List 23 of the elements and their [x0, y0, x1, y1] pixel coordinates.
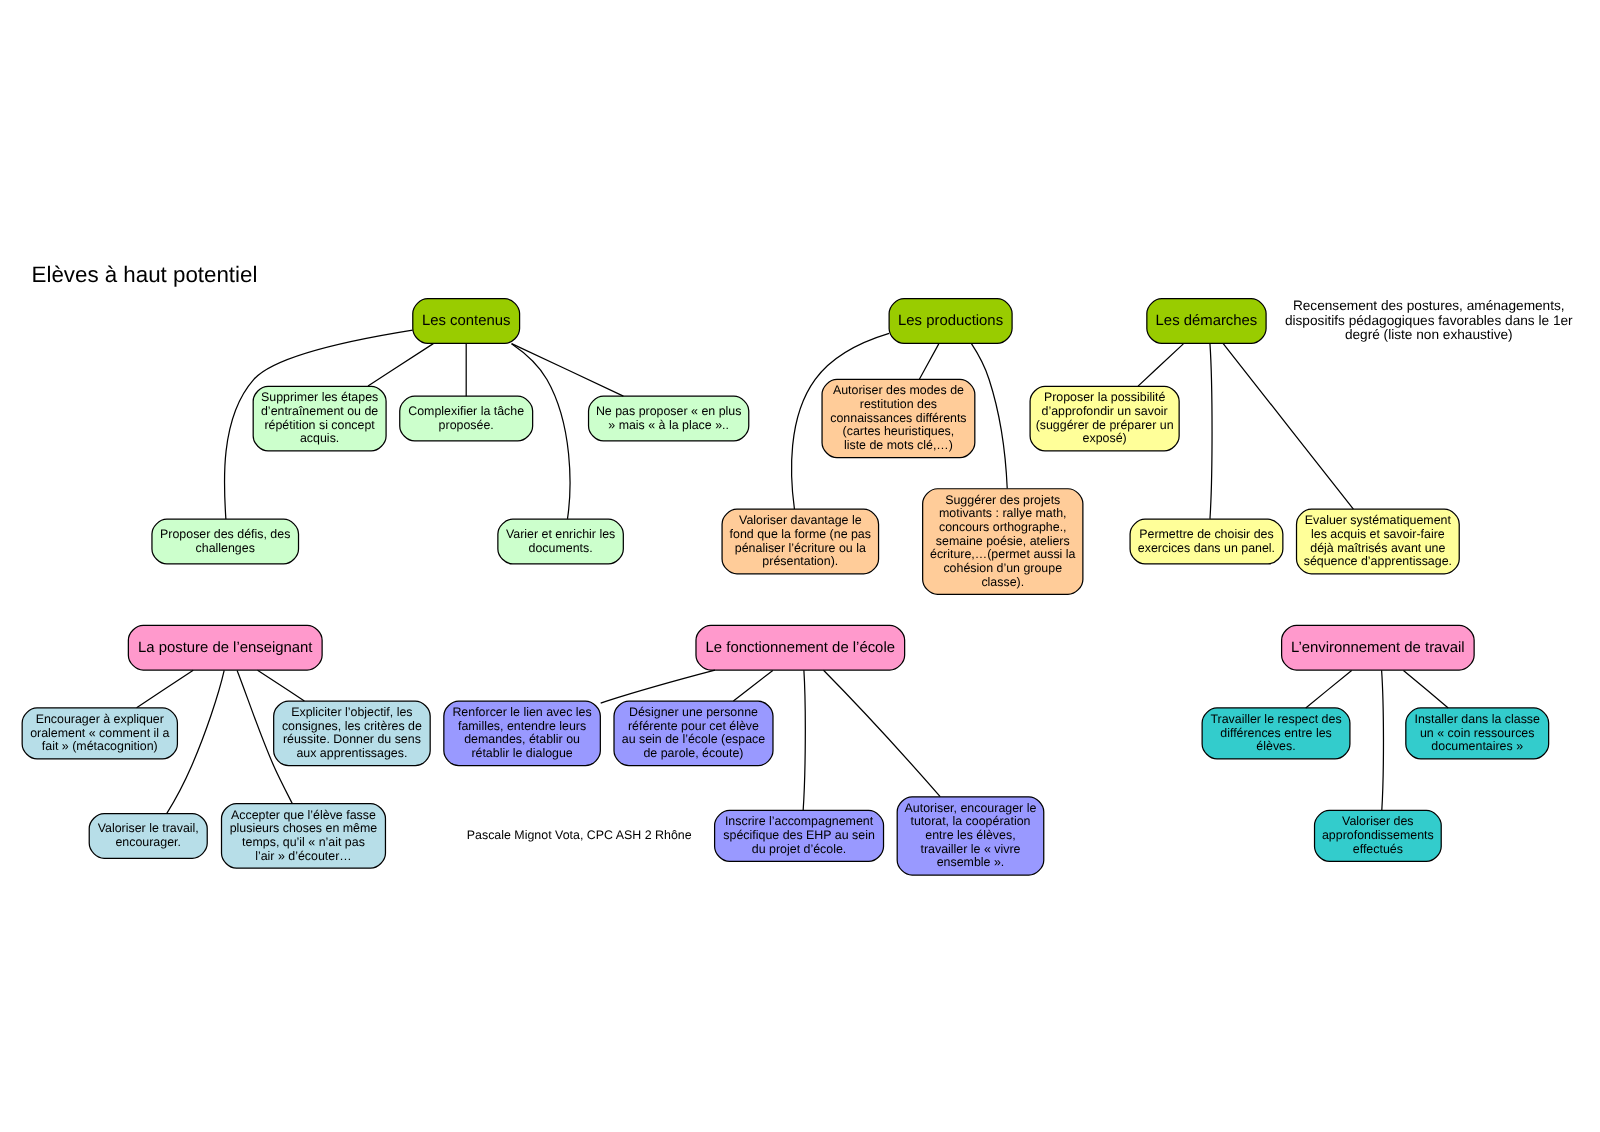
- connector: [166, 668, 225, 813]
- connector: [465, 342, 467, 396]
- connector: [511, 342, 624, 396]
- connector: [822, 668, 941, 797]
- connector: [1222, 342, 1354, 509]
- connector: [790, 331, 890, 509]
- connector: [236, 668, 293, 803]
- connector: [732, 668, 774, 701]
- connector: [367, 342, 434, 386]
- connector: [510, 342, 571, 519]
- connector: [1209, 342, 1213, 519]
- connector: [256, 668, 305, 701]
- connector: [802, 668, 806, 810]
- connector: [918, 342, 940, 380]
- connector: [136, 668, 194, 708]
- connector: [970, 342, 1008, 489]
- connector: [1305, 668, 1353, 708]
- connector: [600, 668, 716, 703]
- connector: [1137, 342, 1184, 386]
- diagram-title: Elèves à haut potentiel: [31, 262, 258, 287]
- connector: [1402, 668, 1449, 708]
- connector: [223, 328, 414, 519]
- connector: [1381, 668, 1385, 810]
